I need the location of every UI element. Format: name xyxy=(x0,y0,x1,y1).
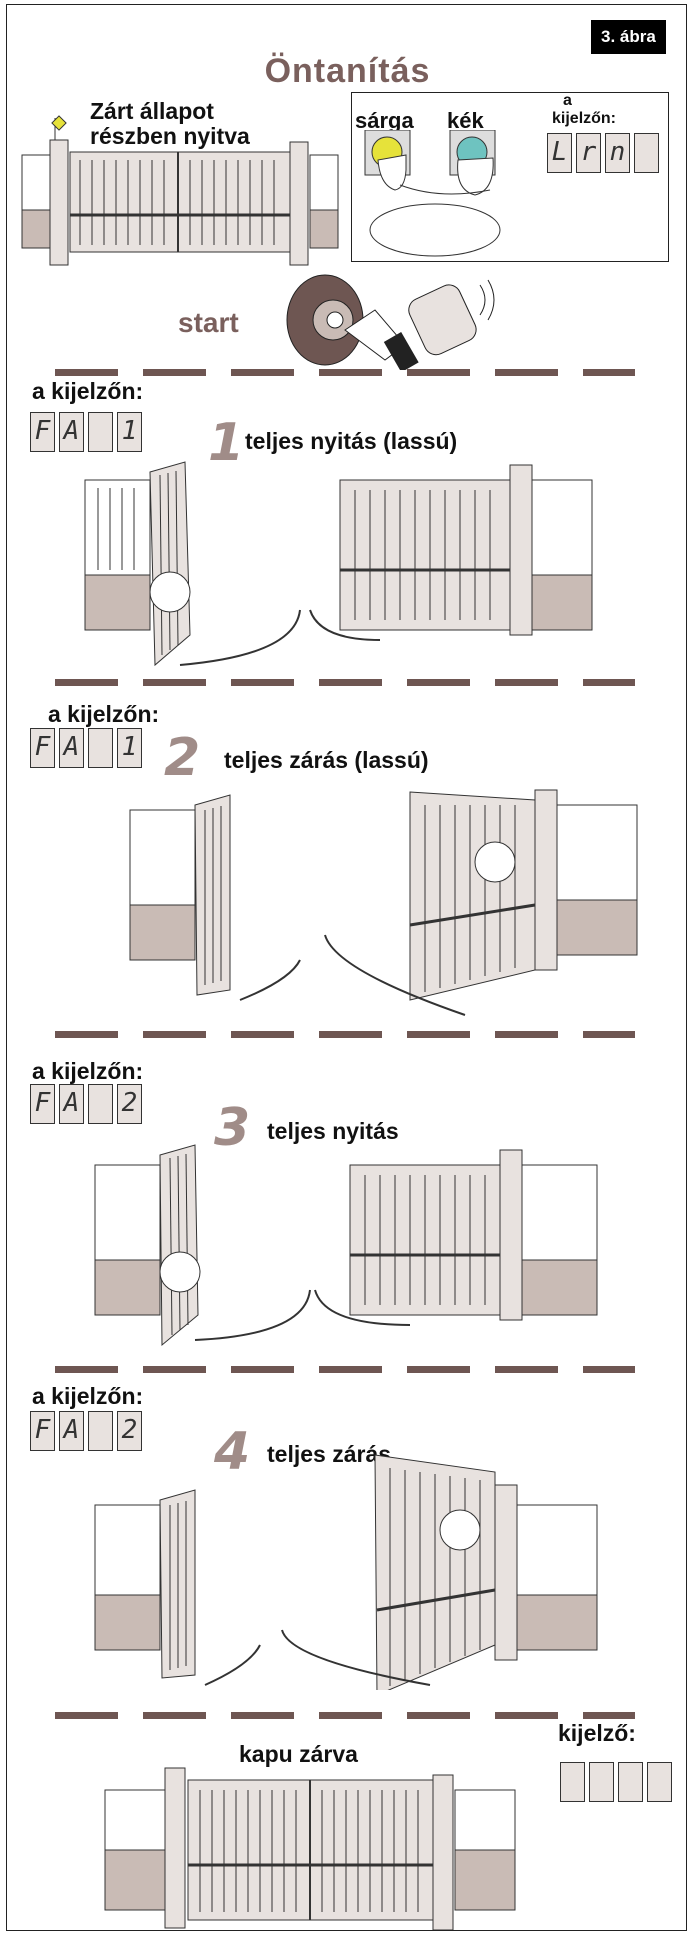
display-digit: F xyxy=(30,412,55,452)
intro-gate-illustration xyxy=(21,115,339,266)
step2-display: F A 1 xyxy=(30,728,142,768)
step4-display: F A 2 xyxy=(30,1411,142,1451)
display-digit xyxy=(634,133,659,173)
step2-text: teljes zárás (lassú) xyxy=(224,747,429,773)
box-display-label: kijelzőn: xyxy=(552,110,617,127)
display-digit: L xyxy=(547,133,572,173)
intro-state-line1: Zárt állapot xyxy=(90,98,214,124)
separator xyxy=(55,1712,635,1719)
step3-text: teljes nyitás xyxy=(267,1118,399,1144)
box-display-a: a xyxy=(563,92,572,109)
display-digit: F xyxy=(30,1084,55,1124)
separator xyxy=(55,369,635,376)
display-digit: 1 xyxy=(117,728,142,768)
blue-button-label: kék xyxy=(447,108,484,133)
display-digit: 1 xyxy=(117,412,142,452)
step2-number: 2 xyxy=(164,728,201,788)
display-digit: F xyxy=(30,1411,55,1451)
display-digit xyxy=(618,1762,643,1802)
step3-gate-opening xyxy=(94,1144,598,1347)
separator xyxy=(55,679,635,686)
final-display-label: kijelző: xyxy=(558,1720,636,1746)
display-digit: 2 xyxy=(117,1084,142,1124)
display-digit xyxy=(647,1762,672,1802)
step1-text: teljes nyitás (lassú) xyxy=(245,428,458,454)
intro-state-line2: részben nyitva xyxy=(90,123,250,149)
display-digit xyxy=(88,1084,113,1124)
display-digit: r xyxy=(576,133,601,173)
step1-number: 1 xyxy=(208,413,245,473)
step2-display-label: a kijelzőn: xyxy=(48,701,160,727)
step2-gate-closing xyxy=(129,789,638,1016)
start-label: start xyxy=(178,307,239,338)
display-digit: A xyxy=(59,728,84,768)
display-digit xyxy=(589,1762,614,1802)
page-title: Öntanítás xyxy=(264,52,431,90)
button-instruction-box xyxy=(351,92,669,262)
separator xyxy=(55,1031,635,1038)
display-digit: A xyxy=(59,1411,84,1451)
final-gate-closed xyxy=(104,1767,516,1930)
display-digit xyxy=(560,1762,585,1802)
display-digit xyxy=(88,412,113,452)
display-digit: n xyxy=(605,133,630,173)
step1-gate-opening xyxy=(84,461,593,667)
step4-display-label: a kijelzőn: xyxy=(32,1383,144,1409)
step4-text: teljes zárás xyxy=(267,1441,392,1467)
display-digit xyxy=(88,1411,113,1451)
display-digit: 2 xyxy=(117,1411,142,1451)
step4-gate-closing xyxy=(94,1454,598,1690)
yellow-button-label: sárga xyxy=(355,108,414,133)
step4-number: 4 xyxy=(214,1422,251,1482)
step3-display: F A 2 xyxy=(30,1084,142,1124)
remote-control-illustration xyxy=(286,274,495,370)
step3-number: 3 xyxy=(214,1098,251,1158)
step3-display-label: a kijelzőn: xyxy=(32,1058,144,1084)
final-display xyxy=(560,1762,672,1802)
display-digit xyxy=(88,728,113,768)
hand-pressing-buttons xyxy=(364,130,501,257)
display-digit: A xyxy=(59,1084,84,1124)
display-digit: F xyxy=(30,728,55,768)
separator xyxy=(55,1366,635,1373)
step1-display: F A 1 xyxy=(30,412,142,452)
step1-display-label: a kijelzőn: xyxy=(32,378,144,404)
display-digit: A xyxy=(59,412,84,452)
final-label: kapu zárva xyxy=(239,1741,358,1767)
figure-frame xyxy=(6,4,687,1931)
box-display: L r n xyxy=(547,133,659,173)
figure-label: 3. ábra xyxy=(591,20,666,54)
